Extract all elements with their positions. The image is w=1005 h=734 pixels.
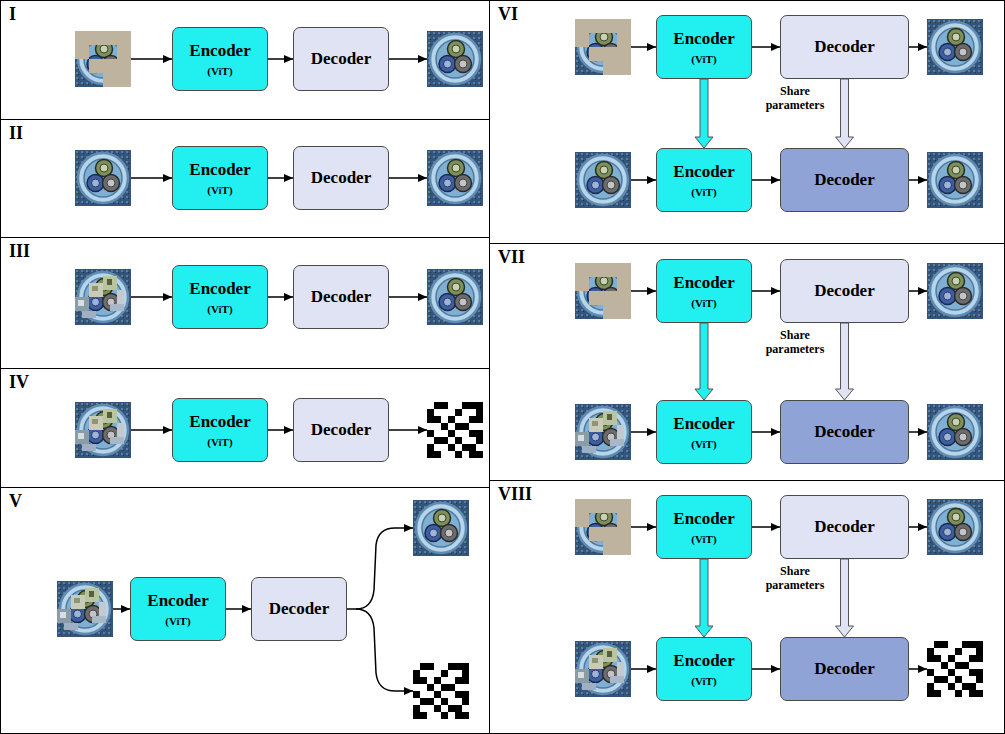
box-title: Encoder	[189, 41, 250, 61]
encoder-box: Encoder (ViT)	[656, 400, 752, 464]
panel: VIIEncoder(ViT)DecoderEncoder(ViT)Decode…	[489, 243, 1005, 481]
encoder-box: Encoder (ViT)	[656, 259, 752, 323]
decoder-box: Decoder	[780, 637, 909, 701]
panel-numeral: V	[9, 491, 22, 511]
box-title: Decoder	[311, 49, 371, 69]
note-label: Share parameters	[760, 328, 830, 356]
decoder-box: Decoder	[780, 15, 909, 79]
encoder-box: Encoder (ViT)	[656, 148, 752, 212]
box-title: Encoder	[673, 651, 734, 671]
box-title: Encoder	[673, 273, 734, 293]
box-title: Decoder	[814, 517, 874, 537]
box-title: Decoder	[269, 599, 329, 619]
box-subtitle: (ViT)	[691, 296, 716, 310]
box-title: Encoder	[147, 591, 208, 611]
box-subtitle: (ViT)	[207, 183, 232, 197]
connector-arrow	[752, 290, 780, 292]
box-subtitle: (ViT)	[207, 302, 232, 316]
encoder-box: Encoder (ViT)	[656, 637, 752, 701]
decoder-box: Decoder	[780, 495, 909, 559]
decoder-box: Decoder	[780, 259, 909, 323]
box-title: Decoder	[311, 287, 371, 307]
decoder-box: Decoder	[293, 146, 389, 210]
connector-arrow	[695, 559, 713, 637]
box-subtitle: (ViT)	[691, 437, 716, 451]
decoder-box: Decoder	[251, 577, 347, 641]
connector-arrow	[752, 431, 780, 433]
panel-numeral: IV	[9, 372, 29, 392]
encoder-box: Encoder (ViT)	[656, 495, 752, 559]
box-title: Encoder	[673, 414, 734, 434]
box-title: Encoder	[673, 509, 734, 529]
box-subtitle: (ViT)	[691, 185, 716, 199]
panel-numeral: II	[9, 123, 23, 143]
decoder-box: Decoder	[780, 400, 909, 464]
box-title: Decoder	[311, 168, 371, 188]
panel: VIEncoder(ViT)DecoderEncoder(ViT)Decoder	[489, 0, 1005, 244]
panel-numeral: VI	[498, 4, 518, 24]
encoder-box: Encoder (ViT)	[172, 398, 268, 462]
connector-arrow	[752, 46, 780, 48]
decoder-box: Decoder	[293, 265, 389, 329]
connector-arrow	[226, 608, 251, 610]
note-label: Share parameters	[760, 564, 830, 592]
encoder-box: Encoder (ViT)	[172, 27, 268, 91]
panel: II Encoder (ViT) Decoder	[0, 119, 490, 238]
connector-arrow	[268, 429, 293, 431]
connector-arrow	[695, 79, 713, 148]
connector-arrow	[752, 179, 780, 181]
box-title: Decoder	[814, 37, 874, 57]
box-subtitle: (ViT)	[691, 674, 716, 688]
panel-numeral: I	[9, 4, 16, 24]
box-subtitle: (ViT)	[207, 435, 232, 449]
connector-arrow	[752, 526, 780, 528]
box-subtitle: (ViT)	[165, 614, 190, 628]
connector-arrow	[836, 323, 854, 400]
panel: III Encoder (ViT) Decoder	[0, 237, 490, 369]
box-title: Decoder	[814, 281, 874, 301]
connector-arrow	[836, 559, 854, 637]
decoder-box: Decoder	[293, 27, 389, 91]
box-subtitle: (ViT)	[691, 532, 716, 546]
encoder-box: Encoder (ViT)	[172, 265, 268, 329]
panel-numeral: VIII	[498, 484, 532, 504]
connector-arrow	[695, 323, 713, 400]
panel: VIIIEncoder(ViT)DecoderEncoder(ViT)Decod…	[489, 480, 1005, 734]
box-title: Encoder	[673, 162, 734, 182]
box-title: Encoder	[673, 29, 734, 49]
panel: I Encoder (ViT) Decoder	[0, 0, 490, 120]
note-label: Share parameters	[760, 84, 830, 112]
panel-numeral: VII	[498, 247, 525, 267]
connector-arrow	[836, 79, 854, 148]
box-title: Encoder	[189, 412, 250, 432]
connector-arrow	[752, 668, 780, 670]
panel: V Encoder (ViT) Decoder	[0, 487, 490, 734]
connector-arrow	[268, 177, 293, 179]
panel: IV Encoder (ViT) Decoder	[0, 368, 490, 488]
panel-numeral: III	[9, 241, 30, 261]
box-title: Decoder	[814, 659, 874, 679]
decoder-box: Decoder	[780, 148, 909, 212]
box-title: Decoder	[814, 170, 874, 190]
encoder-box: Encoder (ViT)	[656, 15, 752, 79]
decoder-box: Decoder	[293, 398, 389, 462]
box-title: Encoder	[189, 279, 250, 299]
connector-arrow	[268, 58, 293, 60]
box-title: Decoder	[311, 420, 371, 440]
box-title: Encoder	[189, 160, 250, 180]
box-subtitle: (ViT)	[207, 64, 232, 78]
connector-arrow	[268, 296, 293, 298]
box-subtitle: (ViT)	[691, 52, 716, 66]
encoder-box: Encoder (ViT)	[130, 577, 226, 641]
encoder-box: Encoder (ViT)	[172, 146, 268, 210]
box-title: Decoder	[814, 422, 874, 442]
